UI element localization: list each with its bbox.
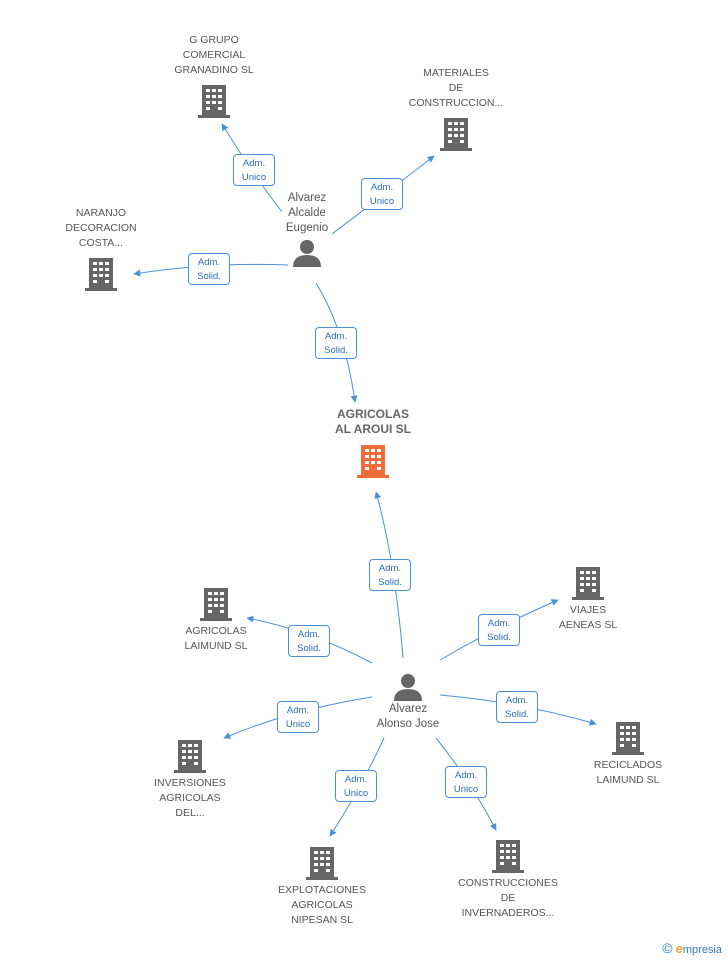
edge-badge-e11[interactable]: Adm. Unico	[445, 766, 487, 798]
copyright-symbol: ©	[662, 940, 673, 956]
company-node-laimund[interactable]: AGRICOLAS LAIMUND SL	[166, 586, 266, 654]
building-icon	[357, 445, 389, 478]
company-label: G GRUPO COMERCIAL GRANADINO SL	[174, 34, 254, 76]
person-icon	[293, 240, 321, 267]
edge-badge-e2[interactable]: Adm. Unico	[361, 178, 403, 210]
building-icon	[174, 740, 206, 773]
company-label: INVERSIONES AGRICOLAS DEL...	[154, 777, 226, 819]
person-node-eugenio[interactable]: Alvarez Alcalde Eugenio	[262, 191, 352, 268]
edge-badge-e10[interactable]: Adm. Unico	[335, 770, 377, 802]
edge-badge-e7[interactable]: Adm. Solid.	[478, 614, 520, 646]
company-node-naranjo[interactable]: NARANJO DECORACION COSTA...	[48, 206, 154, 292]
edge-badge-e4[interactable]: Adm. Solid.	[315, 327, 357, 359]
building-icon	[612, 722, 644, 755]
company-label: RECICLADOS LAIMUND SL	[593, 759, 663, 786]
center-company-label: AGRICOLAS AL AROUI SL	[334, 407, 411, 436]
person-icon	[394, 674, 422, 701]
company-node-viajes[interactable]: VIAJES AENEAS SL	[540, 565, 636, 633]
person-node-jose[interactable]: Alvarez Alonso Jose	[363, 672, 453, 732]
brand-initial: e	[675, 941, 683, 956]
company-node-materiales[interactable]: MATERIALES DE CONSTRUCCION...	[398, 66, 514, 152]
company-label: CONSTRUCCIONES DE INVERNADEROS...	[458, 877, 558, 919]
company-node-construcciones[interactable]: CONSTRUCCIONES DE INVERNADEROS...	[448, 838, 568, 921]
company-label: EXPLOTACIONES AGRICOLAS NIPESAN SL	[278, 884, 366, 926]
brand-logo: © empresia	[662, 940, 722, 956]
building-icon	[200, 588, 232, 621]
company-label: NARANJO DECORACION COSTA...	[65, 207, 137, 249]
edge-badge-e9[interactable]: Adm. Solid.	[496, 691, 538, 723]
building-icon	[572, 567, 604, 600]
company-node-inversiones[interactable]: INVERSIONES AGRICOLAS DEL...	[140, 738, 240, 821]
edge-badge-e1[interactable]: Adm. Unico	[233, 154, 275, 186]
building-icon	[440, 118, 472, 151]
edge-badge-e6[interactable]: Adm. Solid.	[288, 625, 330, 657]
edge-badge-e3[interactable]: Adm. Solid.	[188, 253, 230, 285]
company-node-reciclados[interactable]: RECICLADOS LAIMUND SL	[578, 720, 678, 788]
company-node-ggrupo[interactable]: G GRUPO COMERCIAL GRANADINO SL	[156, 33, 272, 119]
edge-badge-e5[interactable]: Adm. Solid.	[369, 559, 411, 591]
building-icon	[198, 85, 230, 118]
company-label: AGRICOLAS LAIMUND SL	[184, 625, 248, 652]
company-label: VIAJES AENEAS SL	[558, 604, 618, 631]
company-label: MATERIALES DE CONSTRUCCION...	[408, 67, 504, 109]
person-label: Alvarez Alcalde Eugenio	[285, 192, 329, 234]
center-company-node[interactable]: AGRICOLAS AL AROUI SL	[318, 407, 428, 479]
person-label: Alvarez Alonso Jose	[376, 703, 440, 730]
building-icon	[306, 847, 338, 880]
company-node-explotaciones[interactable]: EXPLOTACIONES AGRICOLAS NIPESAN SL	[266, 845, 378, 928]
brand-name: mpresia	[682, 944, 722, 956]
edge-badge-e8[interactable]: Adm. Unico	[277, 701, 319, 733]
building-icon	[492, 840, 524, 873]
building-icon	[85, 258, 117, 291]
